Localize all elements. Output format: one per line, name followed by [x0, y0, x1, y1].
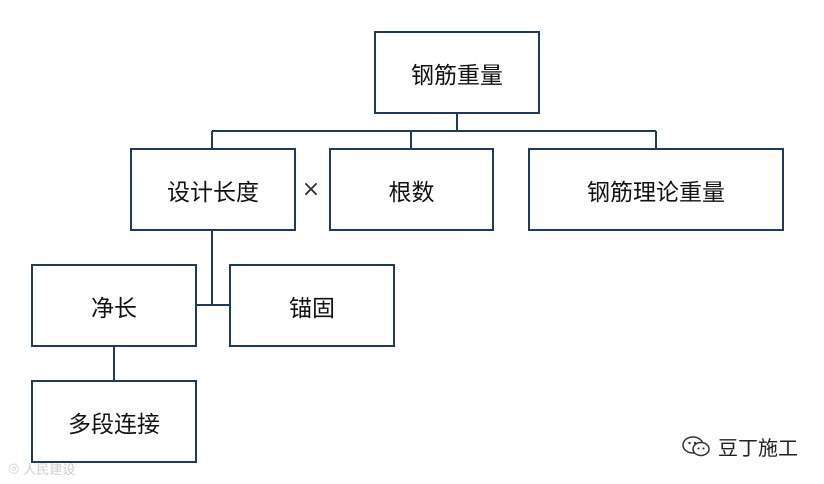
node-label: 锚固	[289, 295, 335, 322]
node-theoretical-weight: 钢筋理论重量	[528, 148, 784, 231]
node-steel-weight: 钢筋重量	[374, 31, 540, 114]
watermark-text: 人民建设	[23, 463, 76, 478]
node-multi-segment: 多段连接	[31, 380, 197, 463]
node-label: 设计长度	[167, 179, 259, 206]
node-label: 多段连接	[68, 411, 160, 438]
node-count: 根数	[329, 148, 494, 231]
node-label: 钢筋重量	[411, 62, 503, 89]
node-anchorage: 锚固	[229, 264, 395, 347]
faint-watermark: ◎ 人民建设	[8, 459, 75, 478]
brand-label: 豆丁施工	[718, 436, 798, 460]
node-net-length: 净长	[31, 264, 197, 347]
node-label: 根数	[388, 179, 435, 206]
chat-bubble-icon	[682, 435, 710, 456]
multiply-sign: ×	[301, 177, 321, 202]
node-design-length: 设计长度	[130, 148, 296, 231]
node-label: 净长	[91, 295, 137, 322]
watermark-logo-icon: ◎	[8, 461, 20, 476]
brand-watermark: 豆丁施工	[682, 432, 798, 461]
node-label: 钢筋理论重量	[587, 179, 725, 206]
